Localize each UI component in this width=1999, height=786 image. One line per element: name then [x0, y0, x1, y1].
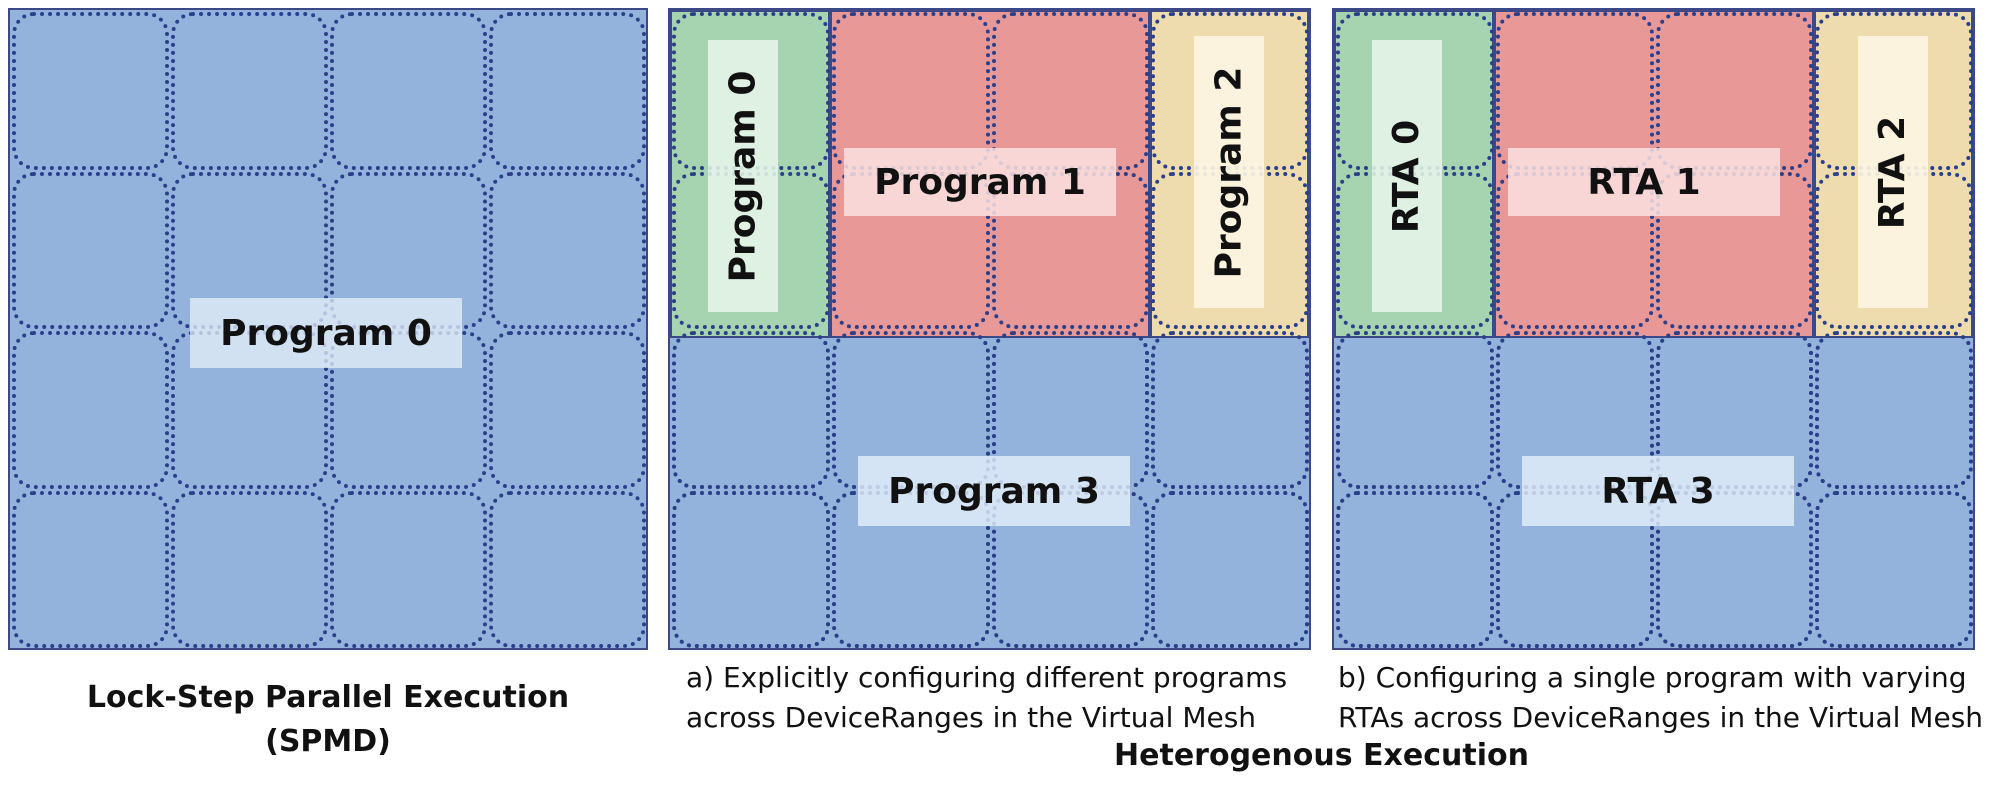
- heterogenous-execution-title: Heterogenous Execution: [1114, 738, 1529, 773]
- device-cell: [330, 12, 487, 170]
- device-cell: [1151, 331, 1309, 489]
- program0-label: Program 0: [708, 40, 778, 312]
- device-cell: [672, 331, 830, 489]
- device-cell: [171, 12, 328, 170]
- device-cell: [1336, 331, 1494, 489]
- program1-label: Program 1: [844, 148, 1116, 216]
- device-cell: [1815, 490, 1973, 648]
- device-cell: [991, 12, 1150, 170]
- rta-mesh-panel: RTA 0 RTA 1 RTA 2 RTA 3: [1332, 8, 1975, 650]
- device-cell: [1815, 331, 1973, 489]
- device-cell: [831, 12, 990, 170]
- device-cell: [1336, 490, 1494, 648]
- spmd-program-label: Program 0: [190, 298, 462, 368]
- device-cell: [12, 331, 169, 489]
- device-cell: [12, 490, 169, 648]
- device-cell: [489, 490, 646, 648]
- rta2-label: RTA 2: [1858, 36, 1928, 308]
- device-cell: [1495, 12, 1654, 170]
- device-cell: [12, 171, 169, 329]
- device-cell: [1151, 490, 1309, 648]
- device-cell: [672, 490, 830, 648]
- rta0-label: RTA 0: [1372, 40, 1442, 312]
- programs-mesh-panel: Program 0 Program 1 Program 2 Program 3: [668, 8, 1311, 650]
- spmd-title: Lock-Step Parallel Execution (SPMD): [86, 680, 570, 759]
- device-cell: [171, 490, 328, 648]
- program3-label: Program 3: [858, 456, 1130, 526]
- device-cell: [1655, 12, 1814, 170]
- device-cell: [489, 331, 646, 489]
- rta1-label: RTA 1: [1508, 148, 1780, 216]
- device-cell: [489, 12, 646, 170]
- device-cell: [330, 490, 487, 648]
- device-cell: [489, 171, 646, 329]
- device-cell: [12, 12, 169, 170]
- panel-b-caption: b) Configuring a single program with var…: [1338, 661, 1984, 734]
- spmd-mesh-panel: Program 0: [8, 8, 648, 650]
- rta3-label: RTA 3: [1522, 456, 1794, 526]
- program2-label: Program 2: [1194, 36, 1264, 308]
- panel-a-caption: a) Explicitly configuring different prog…: [686, 661, 1288, 734]
